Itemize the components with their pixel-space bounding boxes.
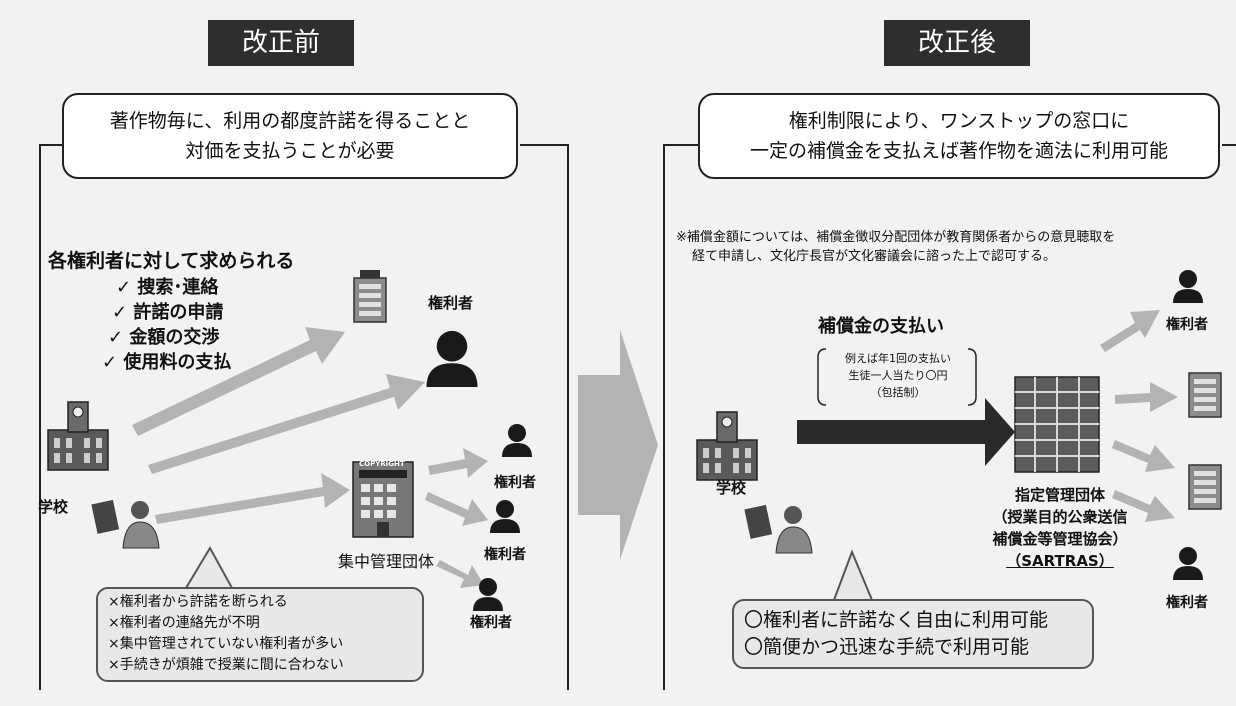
requirements-list: ✓ 捜索･連絡 ✓ 許諾の申請 ✓ 金額の交渉 ✓ 使用料の支払 [100,275,231,375]
problem-item: ×権利者から許諾を断られる [108,594,288,610]
problems-bubble: ×権利者から許諾を断られる ×権利者の連絡先が不明 ×集中管理されていない権利者… [96,587,424,682]
note-line: 経て申請し、文化庁長官が文化審議会に諮った上で認可する。 [692,249,1057,264]
benefits-bubble: 〇権利者に許諾なく自由に利用可能 〇簡便かつ迅速な手続で利用可能 [732,599,1094,669]
note-text: ※補償金額については、補償金徴収分配団体が教育関係者からの意見聴取を 経て申請し… [676,228,1115,266]
collective-label: 集中管理団体 [338,552,435,571]
rightsholder-label: 権利者 [428,294,474,312]
payment-title: 補償金の支払い [818,316,944,337]
after-callout-line: 一定の補償金を支払えば著作物を適法に利用可能 [749,140,1168,162]
payment-example-line: 例えば年1回の支払い [845,352,951,365]
payment-example-line: （包括制） [870,386,926,399]
org-label-line: （SARTRAS） [1006,552,1114,570]
building-sign: COPYRIGHT [359,460,405,468]
benefit-item: 〇権利者に許諾なく自由に利用可能 [744,609,1049,631]
rightsholder-label: 権利者 [494,475,536,491]
transition-arrow [578,330,658,560]
benefit-item: 〇簡便かつ迅速な手続で利用可能 [744,636,1030,658]
payment-example-line: 生徒一人当たり〇円 [848,369,948,382]
rightsholder-label: 権利者 [484,547,526,563]
org-label-line: 指定管理団体 [1014,486,1105,504]
after-header: 改正後 [884,20,1030,66]
requirement-item: ✓ 使用料の支払 [102,352,232,373]
before-callout-line: 対価を支払うことが必要 [185,140,395,162]
school-label: 学校 [38,498,69,516]
school-label: 学校 [716,479,747,497]
org-label-line: 補償金等管理協会） [992,530,1128,548]
org-label-line: （授業目的公衆送信 [992,508,1128,526]
problem-item: ×手続きが煩雑で授業に間に合わない [108,657,344,673]
requirement-item: ✓ 許諾の申請 [112,302,224,323]
after-callout-line: 権利制限により、ワンストップの窓口に [788,110,1130,132]
problem-item: ×集中管理されていない権利者が多い [108,636,344,652]
problem-item: ×権利者の連絡先が不明 [108,615,260,631]
rightsholder-label: 権利者 [470,615,512,631]
after-callout: 権利制限により、ワンストップの窓口に 一定の補償金を支払えば著作物を適法に利用可… [698,93,1220,179]
requirement-item: ✓ 捜索･連絡 [116,277,219,298]
before-callout-line: 著作物毎に、利用の都度許諾を得ることと [109,110,471,132]
requirements-title: 各権利者に対して求められる [48,250,295,272]
before-header: 改正前 [208,20,354,66]
payment-example: 例えば年1回の支払い 生徒一人当たり〇円 （包括制） [828,350,968,401]
note-line: ※補償金額については、補償金徴収分配団体が教育関係者からの意見聴取を [676,230,1116,245]
before-callout: 著作物毎に、利用の都度許諾を得ることと 対価を支払うことが必要 [62,93,518,179]
rightsholder-label: 権利者 [1166,595,1208,611]
requirement-item: ✓ 金額の交渉 [108,327,220,348]
rightsholder-label: 権利者 [1166,317,1208,333]
org-label: 指定管理団体 （授業目的公衆送信 補償金等管理協会） （SARTRAS） [950,484,1170,572]
